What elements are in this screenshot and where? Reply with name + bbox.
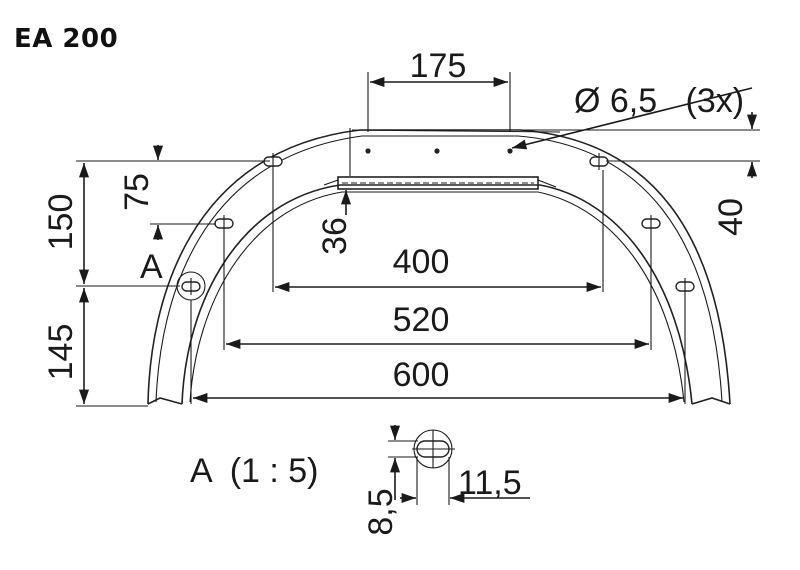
detail-slot-width: 11,5	[458, 464, 522, 502]
dim-inner-width: 400	[393, 243, 450, 281]
dim-left-height: 150	[42, 194, 80, 251]
section-marker: A	[140, 248, 163, 286]
detail-slot-height: 8,5	[362, 488, 400, 535]
fender-outline	[147, 128, 731, 405]
detail-label: A (1 : 5)	[190, 452, 319, 490]
dim-lower-height: 145	[42, 324, 80, 381]
mounting-strip	[323, 176, 557, 190]
dim-strip-height: 36	[316, 217, 354, 255]
plate-holes	[365, 148, 513, 154]
dim-top-width: 175	[410, 47, 467, 85]
dim-middle-width: 520	[393, 301, 450, 339]
drawing-title: EA 200	[14, 24, 119, 54]
dim-hole-diameter: Ø 6,5 (3x)	[574, 82, 744, 120]
dim-overall-width: 600	[393, 356, 450, 394]
dim-left-offset: 75	[118, 173, 156, 211]
dimension-lines	[76, 72, 760, 407]
detail-a: A (1 : 5) 8,5 11,5	[190, 425, 530, 536]
dim-right-height: 40	[712, 198, 750, 236]
